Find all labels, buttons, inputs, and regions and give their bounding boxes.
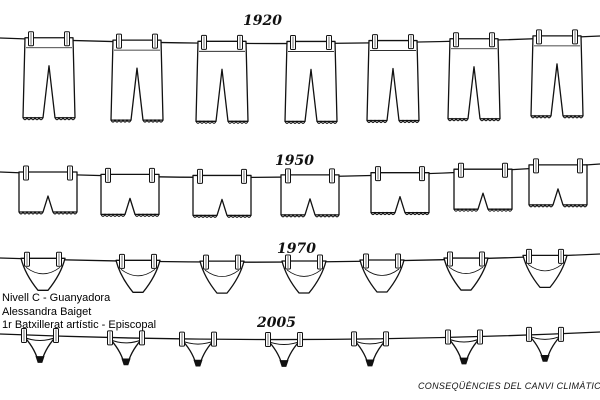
row-1950-shorts	[18, 158, 588, 218]
briefs-garment	[443, 251, 489, 291]
briefs-garment	[20, 251, 66, 291]
bloomers-garment	[284, 34, 338, 124]
briefs-garment	[522, 248, 568, 289]
thong-garment	[526, 326, 564, 362]
year-1970-label: 1970	[277, 241, 316, 257]
bloomers-garment	[447, 32, 501, 122]
bloomers-garment	[110, 33, 164, 123]
credit-line-school: 1r Batxillerat artístic - Episcopal	[2, 319, 157, 331]
year-1920-label: 1920	[243, 13, 282, 29]
shorts-garment	[280, 168, 340, 218]
shorts-garment	[18, 165, 78, 215]
briefs-garment	[281, 254, 327, 294]
credits-block: Nivell C - Guanyadora Alessandra Baiget …	[2, 292, 156, 333]
credit-line-award: Nivell C - Guanyadora	[2, 292, 111, 304]
year-1950-label: 1950	[275, 153, 314, 169]
shorts-garment	[100, 167, 160, 217]
shorts-garment	[370, 166, 430, 216]
shorts-garment	[192, 168, 252, 218]
thong-garment	[179, 331, 217, 367]
thong-garment	[107, 330, 145, 366]
bloomers-garment	[195, 34, 249, 124]
row-1920-long-bloomers	[22, 29, 584, 124]
thong-garment	[445, 329, 483, 365]
bloomers-garment	[530, 29, 584, 119]
bloomers-garment	[366, 34, 420, 124]
shorts-garment	[453, 162, 513, 212]
caption-text: CONSEQÜÈNCIES DEL CANVI CLIMÀTIC...	[418, 381, 600, 391]
briefs-garment	[199, 254, 245, 294]
bloomers-garment	[22, 31, 76, 121]
year-2005-label: 2005	[256, 315, 296, 331]
credit-line-author: Alessandra Baiget	[2, 305, 92, 318]
thong-garment	[351, 331, 389, 367]
thong-garment	[265, 332, 303, 367]
shorts-garment	[528, 158, 588, 208]
briefs-garment	[115, 253, 161, 293]
row-2005-thongs	[21, 326, 564, 367]
briefs-garment	[359, 253, 405, 293]
thong-garment	[21, 327, 59, 363]
row-1970-briefs	[20, 248, 568, 294]
